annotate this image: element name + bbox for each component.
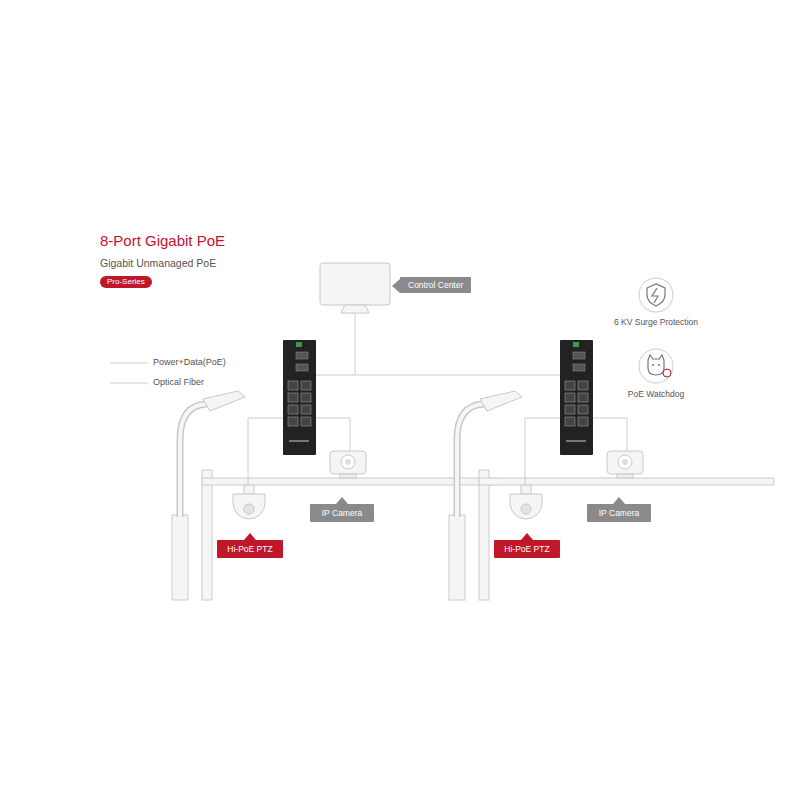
fiber-line <box>316 313 560 375</box>
legend-text: Power+Data(PoE) <box>153 357 226 368</box>
camera-group <box>449 340 774 600</box>
watchdog-icon <box>639 349 673 383</box>
monitor <box>320 263 390 305</box>
camera-group <box>172 340 497 600</box>
dog-symbol <box>648 355 664 375</box>
legend-line <box>110 383 148 384</box>
legend-text: Optical Fiber <box>153 377 204 388</box>
feature-label: PoE Watchdog <box>628 389 684 399</box>
monitor-stand <box>341 305 369 313</box>
surge-icon <box>639 278 673 312</box>
callout-tag: Hi-PoE PTZ <box>217 540 282 558</box>
callout-tag: IP Camera <box>310 504 374 522</box>
tag-text: Pro-Series <box>107 277 145 287</box>
legend-line <box>110 363 148 364</box>
series-badge: Pro-Series <box>100 276 152 288</box>
callout-tag: Hi-PoE PTZ <box>494 540 559 558</box>
tag-text: IP Camera <box>322 508 362 518</box>
callout-tag: Control Center <box>400 277 471 293</box>
tag-text: Hi-PoE PTZ <box>504 544 549 554</box>
tag-text: Hi-PoE PTZ <box>227 544 272 554</box>
feature-label: 6 KV Surge Protection <box>614 317 698 327</box>
callout-tag: IP Camera <box>587 504 651 522</box>
diagram-title: 8-Port Gigabit PoE <box>100 232 225 250</box>
tag-text: Control Center <box>408 280 463 290</box>
tag-text: IP Camera <box>599 508 639 518</box>
shield-symbol <box>647 284 665 306</box>
bolt-symbol <box>652 288 658 303</box>
tag-pointer <box>392 279 400 293</box>
feature-label: Gigabit Unmanaged PoE <box>100 257 216 270</box>
